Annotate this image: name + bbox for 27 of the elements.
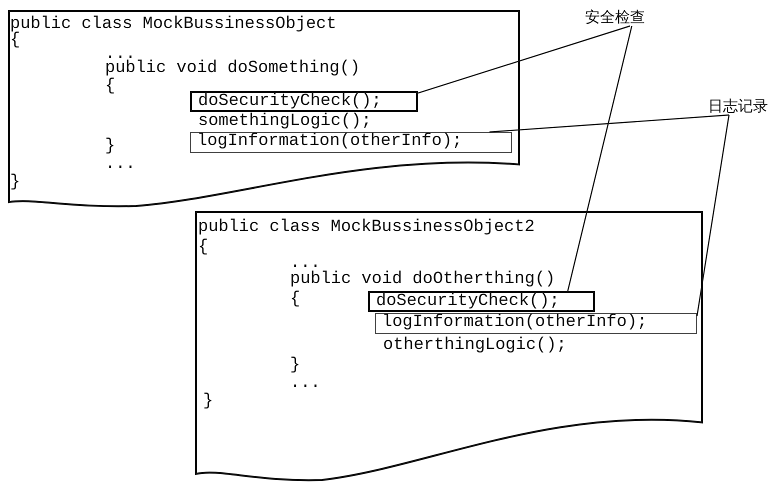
code-line: otherthingLogic(); [383, 337, 567, 355]
leader-line [489, 114, 730, 133]
highlight-box: logInformation(otherInfo); [375, 313, 697, 334]
highlight-box: doSecurityCheck(); [368, 291, 595, 312]
highlight-box: doSecurityCheck(); [190, 91, 418, 112]
code-line: ... [290, 255, 321, 273]
code-line: } [10, 174, 20, 192]
code-line: { [10, 32, 20, 50]
code-page [195, 211, 703, 482]
callout-label: 安全检查 [585, 8, 645, 26]
code-line: public void doOtherthing() [290, 271, 556, 289]
leader-line [567, 26, 632, 292]
code-line: } [105, 138, 116, 156]
code-line: ... [290, 375, 321, 393]
code-line: } [290, 357, 300, 375]
code-line: { [290, 291, 300, 309]
code-line: public class MockBussinessObject2 [198, 219, 535, 237]
highlight-box: logInformation(otherInfo); [190, 132, 512, 153]
code-line: somethingLogic(); [198, 113, 372, 131]
callout-label: 日志记录 [708, 97, 768, 115]
leader-line [696, 114, 730, 316]
code-line: { [198, 239, 208, 257]
code-line: } [203, 393, 214, 411]
leader-line [418, 25, 630, 94]
code-page [8, 10, 520, 208]
code-line: ... [105, 156, 136, 174]
code-line: { [105, 78, 116, 96]
